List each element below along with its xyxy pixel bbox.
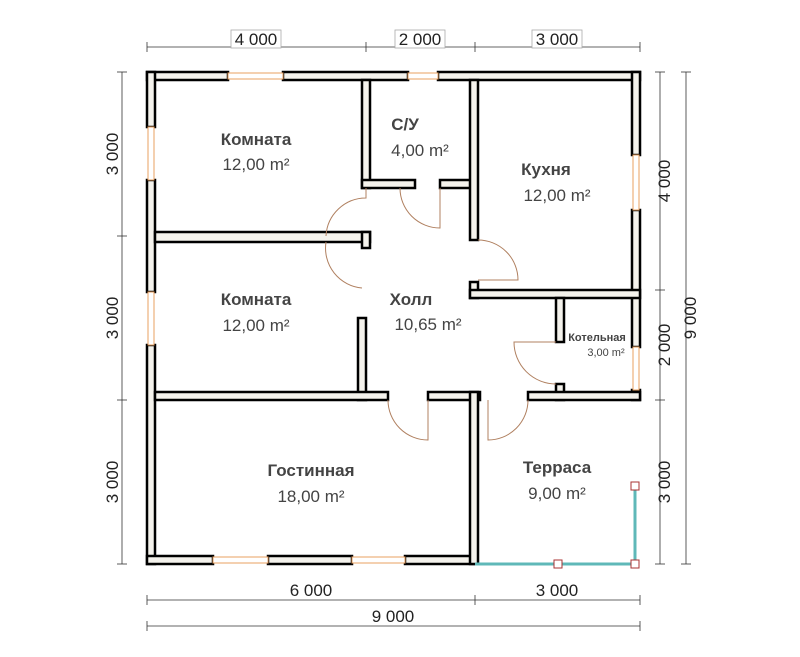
dim-right-3: 3 000 (655, 461, 674, 504)
room-name: Терраса (523, 458, 592, 477)
dim-left-1: 3 000 (103, 133, 122, 176)
room-name: Холл (390, 290, 433, 309)
window (632, 154, 640, 211)
window (351, 556, 406, 564)
room-area: 9,00 m² (528, 484, 586, 503)
window (227, 72, 284, 80)
dim-right-total: 9 000 (681, 297, 700, 340)
window (212, 556, 269, 564)
room-area: 18,00 m² (277, 487, 344, 506)
dim-left-3: 3 000 (103, 461, 122, 504)
room-area: 12,00 m² (222, 316, 289, 335)
dimension-labels: 4 000 2 000 3 000 3 000 3 000 3 000 4 00… (103, 29, 700, 626)
dim-bottom-total: 9 000 (372, 607, 415, 626)
window (632, 346, 640, 391)
room-name: Котельная (568, 332, 626, 344)
room-labels: Комната 12,00 m² С/У 4,00 m² Кухня 12,00… (221, 115, 626, 506)
room-area: 4,00 m² (391, 141, 449, 160)
room-name: Комната (221, 290, 292, 309)
room-area: 10,65 m² (394, 315, 461, 334)
dim-right-1: 4 000 (655, 160, 674, 203)
dim-bottom-2: 3 000 (536, 581, 579, 600)
room-area: 12,00 m² (523, 186, 590, 205)
dim-top-1: 4 000 (235, 30, 278, 49)
doors (325, 187, 557, 441)
room-name: Комната (221, 130, 292, 149)
door-swing (325, 188, 367, 237)
dim-right-2: 2 000 (655, 324, 674, 367)
window (407, 72, 439, 80)
window (147, 291, 155, 346)
window (147, 126, 155, 181)
dim-top-2: 2 000 (399, 30, 442, 49)
room-area: 12,00 m² (222, 155, 289, 174)
room-name: Гостинная (267, 461, 354, 480)
room-area: 3,00 m² (587, 347, 625, 359)
dim-top-3: 3 000 (536, 30, 579, 49)
terrace-railing (475, 481, 640, 569)
dim-left-2: 3 000 (103, 297, 122, 340)
dim-bottom-1: 6 000 (290, 581, 333, 600)
room-name: С/У (391, 115, 419, 134)
room-name: Кухня (521, 160, 571, 179)
windows (147, 72, 640, 564)
